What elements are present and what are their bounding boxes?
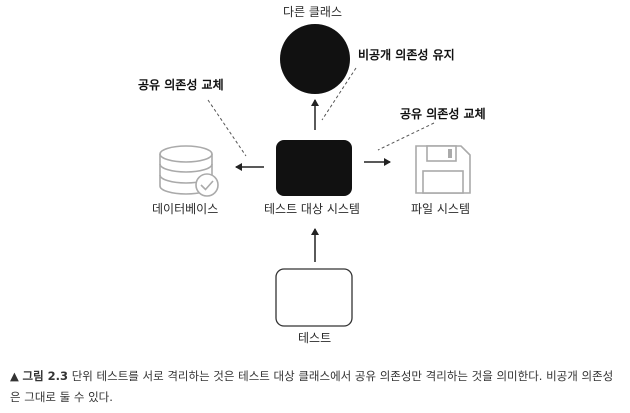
database-icon [159, 145, 219, 197]
private-dependency-label: 비공개 의존성 유지 [358, 48, 455, 62]
callout-shared-dependency-left [207, 99, 247, 157]
test-label: 테스트 [298, 331, 332, 345]
caption-text: 단위 테스트를 서로 격리하는 것은 테스트 대상 클래스에서 공유 의존성만 … [10, 369, 614, 404]
figure-number: 그림 2.3 [22, 369, 69, 383]
database-label: 데이터베이스 [152, 202, 219, 216]
callout-private-dependency [321, 67, 357, 121]
caption-marker: ▲ [10, 369, 19, 383]
figure-caption: ▲ 그림 2.3 단위 테스트를 서로 격리하는 것은 테스트 대상 클래스에서… [10, 366, 622, 408]
callout-shared-dependency-right [377, 122, 435, 151]
other-class-label: 다른 클래스 [283, 5, 343, 19]
shared-dependency-left-label: 공유 의존성 교체 [138, 78, 224, 92]
other-class-node [280, 24, 350, 94]
shared-dependency-right-label: 공유 의존성 교체 [400, 107, 486, 121]
sut-node [276, 140, 352, 196]
file-system-label: 파일 시스템 [411, 202, 471, 216]
test-node [275, 268, 353, 327]
sut-label: 테스트 대상 시스템 [264, 202, 360, 216]
file-system-icon [415, 145, 471, 194]
